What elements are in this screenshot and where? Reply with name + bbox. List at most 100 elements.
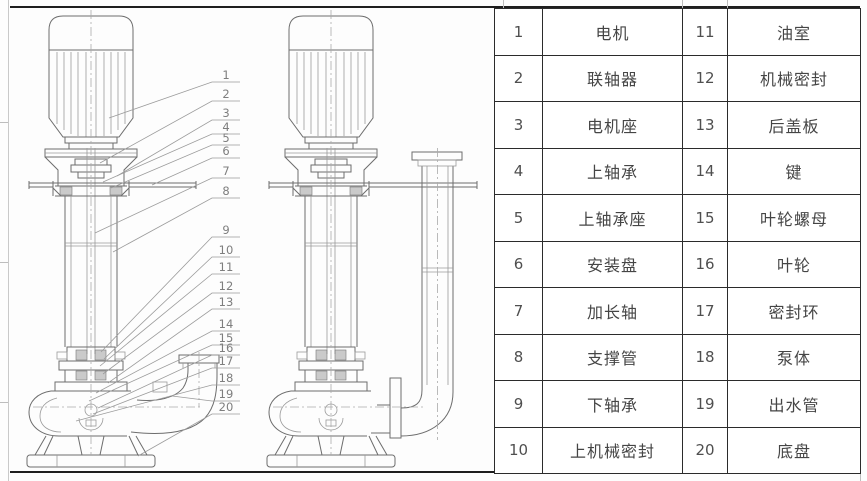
callout-leader-line <box>99 273 240 367</box>
part-name-cell: 上轴承 <box>542 147 683 195</box>
panel-top-border <box>10 6 860 8</box>
callout-number: 7 <box>222 164 229 178</box>
callout-number: 5 <box>222 131 229 145</box>
callout-number: 15 <box>219 331 234 345</box>
callout-leader-line <box>171 395 240 402</box>
part-number-cell: 17 <box>682 287 728 335</box>
part-number-cell: 6 <box>494 240 543 288</box>
callout-number: 10 <box>219 243 234 257</box>
part-name-cell: 油室 <box>727 8 861 56</box>
callout-number: 14 <box>219 317 234 331</box>
part-name-cell: 底盘 <box>727 426 861 474</box>
part-number-cell: 9 <box>494 380 543 428</box>
callout-leader-line <box>92 367 240 415</box>
part-number-cell: 12 <box>682 54 728 102</box>
part-number-cell: 16 <box>682 240 728 288</box>
callout-leader-line <box>112 197 240 253</box>
callout-number: 19 <box>219 387 234 401</box>
part-number-cell: 7 <box>494 287 543 335</box>
part-number-cell: 20 <box>682 426 728 474</box>
scan-artifact <box>503 0 504 8</box>
callout-leader-line <box>102 133 240 183</box>
callout-leader-line <box>94 177 240 234</box>
callout-leader-line <box>99 100 240 164</box>
callout-leader-line <box>75 384 240 422</box>
part-name-cell: 叶轮 <box>727 240 861 288</box>
callout-leader-line <box>103 256 240 360</box>
part-name-cell: 上轴承座 <box>542 194 683 242</box>
callout-number: 18 <box>219 371 234 385</box>
callout-number: 12 <box>219 279 234 293</box>
part-name-cell: 密封环 <box>727 287 861 335</box>
callout-leader-line <box>95 330 240 394</box>
callout-leader-line <box>151 157 240 186</box>
part-number-cell: 1 <box>494 8 543 56</box>
part-number-cell: 10 <box>494 426 543 474</box>
part-number-cell: 2 <box>494 54 543 102</box>
callout-number: 1 <box>222 68 229 82</box>
callout-leader-line <box>110 144 240 189</box>
part-number-cell: 8 <box>494 333 543 381</box>
part-name-cell: 联轴器 <box>542 54 683 102</box>
part-name-cell: 电机 <box>542 8 683 56</box>
callout-leader-line <box>116 119 240 177</box>
scan-artifact <box>0 402 8 403</box>
callout-leader-line <box>108 81 240 119</box>
panel-bottom-border <box>10 471 496 473</box>
part-name-cell: 出水管 <box>727 380 861 428</box>
callout-leader-line <box>102 292 240 375</box>
callout-leader-line <box>97 354 240 409</box>
callout-number: 11 <box>219 260 234 274</box>
part-number-cell: 11 <box>682 8 728 56</box>
part-name-cell: 泵体 <box>727 333 861 381</box>
callout-number: 8 <box>222 184 229 198</box>
callout-number: 16 <box>219 341 234 355</box>
part-number-cell: 3 <box>494 101 543 149</box>
part-name-cell: 键 <box>727 147 861 195</box>
callout-number: 4 <box>222 120 229 134</box>
panel-left-edge <box>8 0 9 481</box>
callout-leader-line <box>100 236 240 353</box>
part-name-cell: 下轴承 <box>542 380 683 428</box>
part-number-cell: 5 <box>494 194 543 242</box>
callout-leader-line <box>137 413 240 457</box>
part-name-cell: 后盖板 <box>727 101 861 149</box>
part-name-cell: 安装盘 <box>542 240 683 288</box>
callout-number: 6 <box>222 144 229 158</box>
part-name-cell: 叶轮螺母 <box>727 194 861 242</box>
scan-artifact <box>0 122 8 123</box>
part-number-cell: 4 <box>494 147 543 195</box>
callout-leader-line <box>88 344 240 402</box>
part-name-cell: 加长轴 <box>542 287 683 335</box>
scan-artifact <box>0 262 8 263</box>
scan-artifact <box>860 474 861 481</box>
callout-number: 17 <box>219 354 234 368</box>
callout-number: 13 <box>219 295 234 309</box>
part-number-cell: 18 <box>682 333 728 381</box>
part-name-cell: 支撑管 <box>542 333 683 381</box>
part-name-cell: 上机械密封 <box>542 426 683 474</box>
callout-number: 20 <box>219 400 234 414</box>
callout-number: 3 <box>222 106 229 120</box>
callout-leader-line <box>107 308 240 384</box>
scan-artifact <box>727 0 728 8</box>
callout-number: 9 <box>222 223 229 237</box>
part-number-cell: 19 <box>682 380 728 428</box>
part-number-cell: 14 <box>682 147 728 195</box>
part-name-cell: 机械密封 <box>727 54 861 102</box>
pump-right-view <box>266 9 478 468</box>
part-name-cell: 电机座 <box>542 101 683 149</box>
